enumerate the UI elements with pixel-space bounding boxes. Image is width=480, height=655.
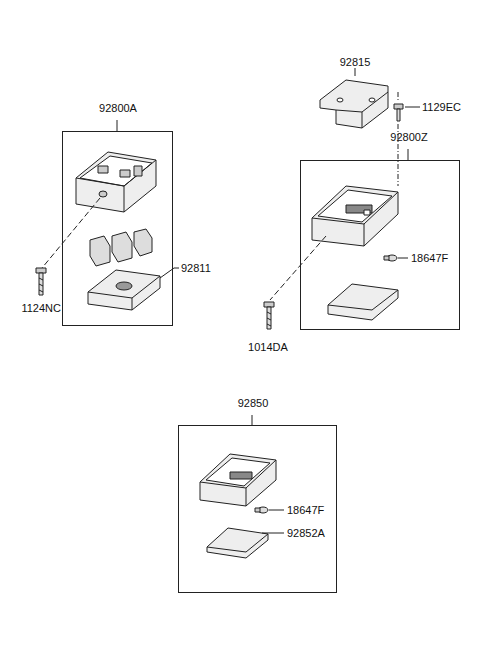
callout-number: 18647F [411,252,448,264]
part-group-box: 92800A [62,131,173,326]
callout-number: 1014DA [248,341,288,353]
callout-number: 1129EC [422,101,461,113]
assembly-number: 92800Z [390,131,427,143]
callout-number: 18647F [287,504,324,516]
callout-number: 92811 [181,262,211,274]
callout-number: 1124NC [21,302,61,314]
assembly-number: 92850 [238,397,269,409]
callout-number: 92815 [340,56,371,68]
assembly-number: 92800A [99,102,137,114]
callout-number: 92852A [287,527,325,539]
part-group-box: 92800Z [300,160,460,330]
